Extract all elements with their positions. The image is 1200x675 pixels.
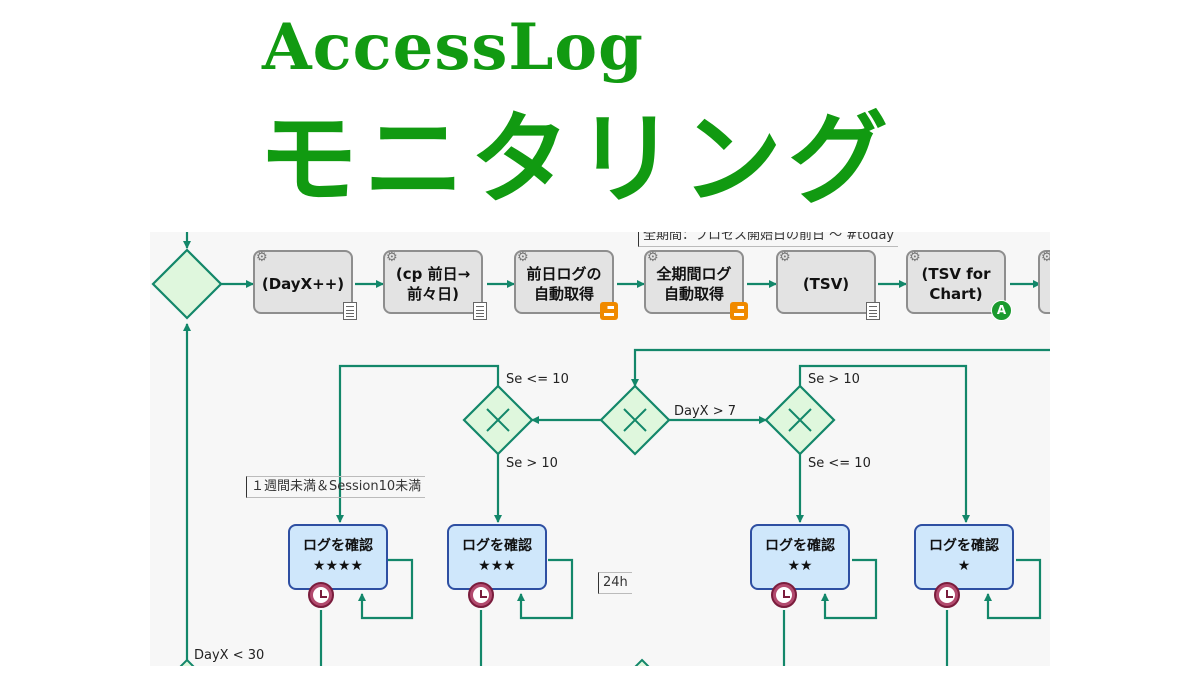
timer-icon[interactable] bbox=[468, 582, 494, 608]
task-label: (TSV) bbox=[802, 275, 850, 293]
timer-icon[interactable] bbox=[308, 582, 334, 608]
task-fetch-all-log[interactable]: ⚙ 全期間ログ 自動取得 bbox=[644, 250, 748, 320]
condition-right-top: Se > 10 bbox=[808, 372, 860, 387]
gear-icon: ⚙ bbox=[779, 250, 791, 265]
workflow-connectors bbox=[151, 232, 1050, 666]
gateway-left[interactable] bbox=[462, 384, 534, 456]
condition-left-bottom: Se > 10 bbox=[506, 456, 558, 471]
stairs-icon bbox=[600, 302, 618, 320]
gear-icon: ⚙ bbox=[256, 250, 268, 265]
task-next-partial[interactable]: ⚙ bbox=[1038, 250, 1050, 314]
task-dayx-increment[interactable]: ⚙ (DayX++) bbox=[253, 250, 357, 320]
calculator-icon bbox=[473, 302, 487, 320]
task-label: (TSV for Chart) bbox=[921, 265, 991, 303]
annotation-period: 全期間：プロセス開始日の前日 ～ #today bbox=[638, 232, 899, 247]
human-task-check-2star[interactable]: ログを確認 ★★ bbox=[750, 524, 850, 590]
gear-icon: ⚙ bbox=[647, 250, 659, 265]
task-label: (cp 前日→ 前々日) bbox=[395, 265, 471, 303]
gear-icon: ⚙ bbox=[1041, 250, 1050, 265]
gear-icon: ⚙ bbox=[909, 250, 921, 265]
stairs-icon bbox=[730, 302, 748, 320]
a-badge-icon: A bbox=[991, 300, 1012, 321]
condition-loop: DayX < 30 bbox=[194, 648, 265, 663]
gear-icon: ⚙ bbox=[386, 250, 398, 265]
title-line-1: AccessLog bbox=[262, 10, 644, 85]
calculator-icon bbox=[866, 302, 880, 320]
task-fetch-previous-log[interactable]: ⚙ 前日ログの 自動取得 bbox=[514, 250, 618, 320]
task-label: 全期間ログ 自動取得 bbox=[656, 265, 732, 303]
human-task-check-1star[interactable]: ログを確認 ★ bbox=[914, 524, 1014, 590]
workflow-diagram-canvas: 全期間：プロセス開始日の前日 ～ #today ⚙ (DayX++) ⚙ (cp… bbox=[150, 232, 1050, 666]
condition-left-top: Se <= 10 bbox=[506, 372, 569, 387]
human-task-check-3star[interactable]: ログを確認 ★★★ bbox=[447, 524, 547, 590]
task-label: 前日ログの 自動取得 bbox=[526, 265, 602, 303]
title-line-2: モニタリング bbox=[258, 101, 894, 218]
task-label: (DayX++) bbox=[261, 275, 345, 293]
gear-icon: ⚙ bbox=[517, 250, 529, 265]
task-tsv-for-chart[interactable]: ⚙ (TSV for Chart) A bbox=[906, 250, 1012, 321]
timer-icon[interactable] bbox=[934, 582, 960, 608]
annotation-duration: 24h bbox=[598, 572, 632, 594]
timer-icon[interactable] bbox=[771, 582, 797, 608]
calculator-icon bbox=[343, 302, 357, 320]
task-copy-previous[interactable]: ⚙ (cp 前日→ 前々日) bbox=[383, 250, 487, 320]
human-task-check-4star[interactable]: ログを確認 ★★★★ bbox=[288, 524, 388, 590]
gateway-center[interactable] bbox=[599, 384, 671, 456]
task-tsv[interactable]: ⚙ (TSV) bbox=[776, 250, 880, 320]
annotation-week: １週間未満＆Session10未満 bbox=[246, 476, 426, 498]
condition-right-bottom: Se <= 10 bbox=[808, 456, 871, 471]
gateway-right[interactable] bbox=[764, 384, 836, 456]
gateway-start[interactable] bbox=[151, 248, 223, 320]
condition-center: DayX > 7 bbox=[674, 404, 737, 419]
